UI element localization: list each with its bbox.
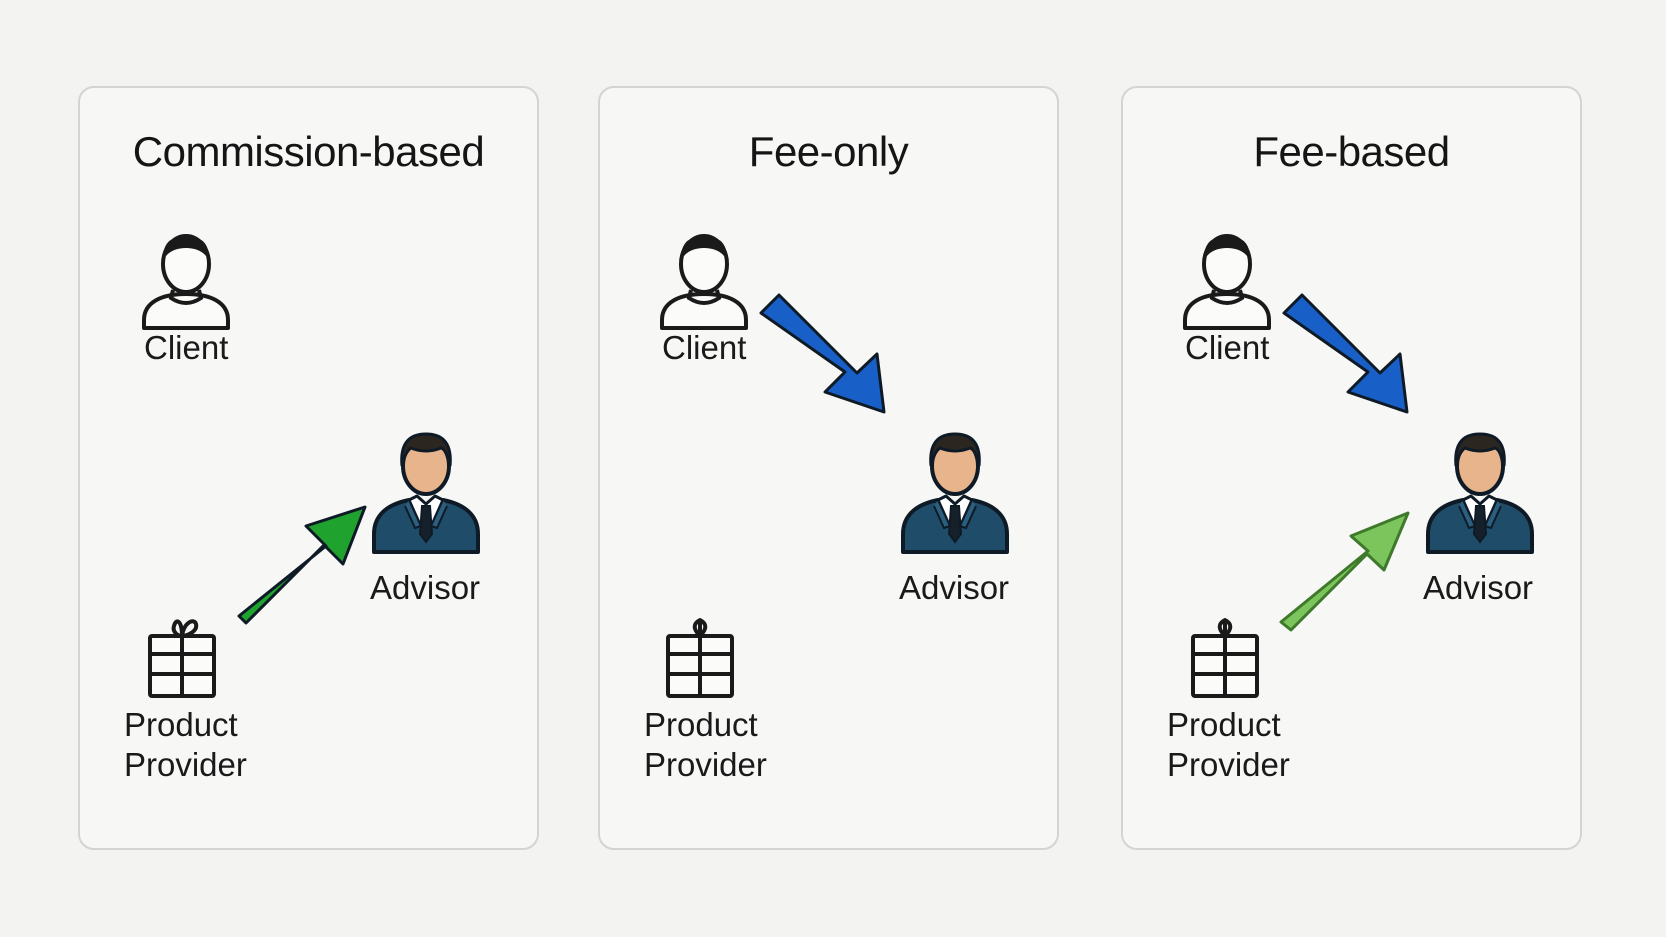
advisor-businessman-icon: [371, 426, 481, 556]
product-provider-gift-box-icon: [146, 616, 218, 700]
product-provider-gift-box-icon: [1189, 616, 1261, 700]
advisor-label: Advisor: [370, 569, 481, 606]
product-provider-label-line2: Provider: [124, 746, 247, 783]
panel-fee-only: Fee-only Client Advisor: [598, 86, 1059, 850]
panel-fee-based: Fee-based Client Advisor: [1121, 86, 1582, 850]
product-provider-label-line1: Product: [1167, 706, 1281, 743]
client-to-advisor-arrow: [1282, 293, 1409, 414]
product-provider-label-line1: Product: [124, 706, 238, 743]
client-label: Client: [144, 329, 229, 366]
panel-commission-based: Commission-based Client Advisor: [78, 86, 539, 850]
client-person-icon: [1181, 228, 1273, 332]
product-provider-label-line1: Product: [644, 706, 758, 743]
advisor-label: Advisor: [1423, 569, 1534, 606]
product-provider-gift-box-icon: [664, 616, 736, 700]
product-provider-label-line2: Provider: [1167, 746, 1290, 783]
client-to-advisor-arrow: [759, 293, 886, 414]
advisor-businessman-icon: [900, 426, 1010, 556]
product-provider-label-line2: Provider: [644, 746, 767, 783]
panel-title: Fee-only: [748, 128, 909, 175]
client-person-icon: [658, 228, 750, 332]
client-person-icon: [140, 228, 232, 332]
provider-to-advisor-arrow: [1279, 511, 1410, 632]
advisor-label: Advisor: [899, 569, 1010, 606]
panel-title: Fee-based: [1253, 128, 1450, 175]
client-label: Client: [662, 329, 747, 366]
provider-to-advisor-arrow: [237, 505, 367, 625]
advisor-businessman-icon: [1425, 426, 1535, 556]
panel-title: Commission-based: [132, 128, 485, 175]
client-label: Client: [1185, 329, 1270, 366]
